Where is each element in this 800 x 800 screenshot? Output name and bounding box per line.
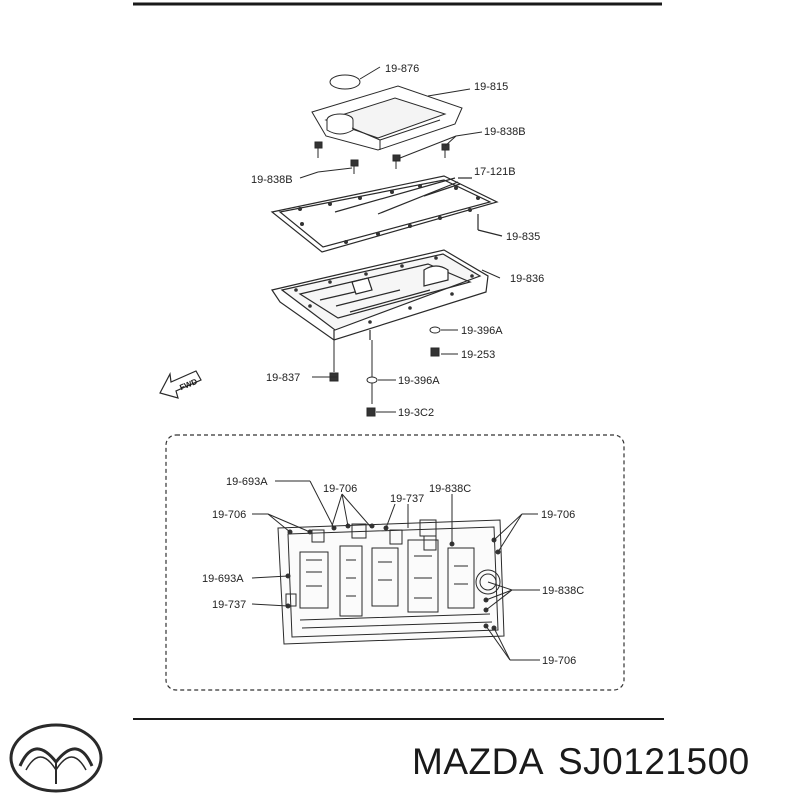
callout-labels: 19-876 19-815 19-838B 19-838B 17-121B 19… <box>202 63 584 667</box>
valve-body-detail-frame <box>165 434 625 691</box>
part-number: SJ0121500 <box>558 741 750 782</box>
callout-19-835: 19-835 <box>506 231 540 243</box>
callout-19-706-bottom: 19-706 <box>542 655 576 667</box>
callout-19-838B-left: 19-838B <box>251 174 293 186</box>
callout-19-396A-upper: 19-396A <box>461 325 503 337</box>
callout-19-838C-right: 19-838C <box>542 585 584 597</box>
leaders-19-836 <box>333 269 501 404</box>
callout-19-706-right: 19-706 <box>541 509 575 521</box>
part-19-815-strainer <box>311 85 471 151</box>
callout-19-837: 19-837 <box>266 372 300 384</box>
forward-arrow-icon: FWD <box>159 370 202 399</box>
footer-caption: MAZDA SJ0121500 <box>412 741 750 783</box>
valve-body <box>277 519 505 645</box>
part-19-835-gasket <box>270 175 503 253</box>
callout-19-838B-right: 19-838B <box>484 126 526 138</box>
callout-19-3C2: 19-3C2 <box>398 407 434 419</box>
leaders-19-838B <box>299 131 483 179</box>
valve-body-leaders <box>251 480 540 661</box>
brand-name: MAZDA <box>412 741 544 782</box>
part-19-876-seal <box>329 66 381 90</box>
callout-19-396A-lower: 19-396A <box>398 375 440 387</box>
callout-19-876: 19-876 <box>385 63 419 75</box>
callout-19-737-top: 19-737 <box>390 493 424 505</box>
mazda-logo-icon <box>9 723 103 793</box>
callout-19-706-top: 19-706 <box>323 483 357 495</box>
callout-19-838C-top: 19-838C <box>429 483 471 495</box>
bolts-19-838B <box>314 141 450 174</box>
callout-19-693A-top: 19-693A <box>226 476 268 488</box>
callout-19-693A-left: 19-693A <box>202 573 244 585</box>
part-19-836-oil-pan <box>271 249 489 341</box>
callout-17-121B: 17-121B <box>474 166 516 178</box>
callout-19-706-left: 19-706 <box>212 509 246 521</box>
drain-plug-parts <box>312 326 458 417</box>
callout-19-836: 19-836 <box>510 273 544 285</box>
callout-19-737-left: 19-737 <box>212 599 246 611</box>
callout-19-815: 19-815 <box>474 81 508 93</box>
callout-19-253: 19-253 <box>461 349 495 361</box>
